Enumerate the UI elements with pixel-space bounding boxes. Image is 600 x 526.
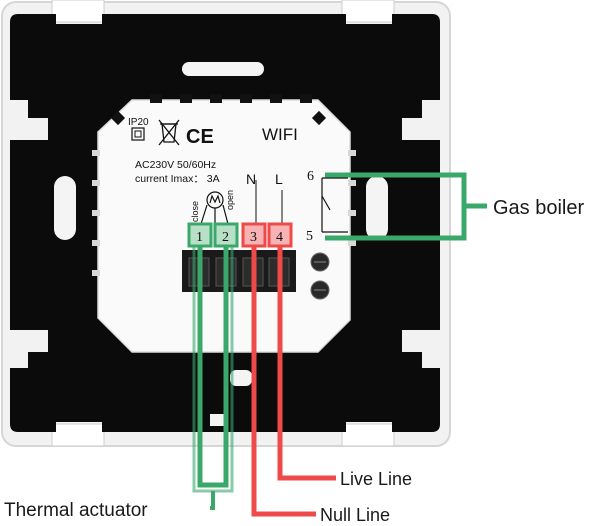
null-line-wire: [251, 246, 316, 517]
label-close: close: [190, 201, 200, 222]
terminal-4: 4: [267, 222, 293, 248]
terminal-2: 2: [213, 222, 239, 248]
label-open: open: [225, 190, 235, 210]
frame-clip: [51, 423, 105, 447]
relay-contact-icon: [321, 177, 348, 233]
motor-symbol-icon: [200, 191, 229, 225]
module-vents: [150, 94, 312, 103]
thermal-actuator-label: Thermal actuator: [4, 500, 148, 521]
frame-clip: [51, 0, 105, 23]
frame-clip: [341, 0, 395, 23]
plate-corner-cutout: [10, 100, 48, 140]
label-l: L: [275, 171, 283, 187]
terminal-1-number: 1: [196, 230, 203, 245]
voltage-spec: AC230V 50/60Hz: [135, 159, 216, 171]
ce-mark: CE: [186, 126, 214, 148]
plate-side-slot: [54, 176, 76, 240]
current-spec: current Imax： 3A: [135, 173, 220, 185]
ip-rating-box: [131, 127, 145, 141]
plate-side-slot: [366, 176, 388, 240]
plate-slot: [182, 62, 264, 76]
ip-rating-text: IP20: [128, 117, 149, 128]
plate-hole: [210, 414, 224, 426]
ip-rating-inner-box: [134, 130, 142, 138]
thermal-actuator-wire: [197, 246, 229, 488]
plate-corner-cutout: [402, 330, 440, 368]
terminal-3: 3: [241, 222, 267, 248]
corner-pad: [311, 110, 327, 126]
terminal-4-number: 4: [276, 230, 283, 245]
thermal-actuator-leader: [210, 491, 215, 510]
terminal-3-number: 3: [250, 230, 257, 245]
live-line-label: Live Line: [340, 469, 412, 489]
relay-label-6: 6: [307, 169, 314, 184]
gas-boiler-label: Gas boiler: [493, 197, 584, 219]
label-n: N: [246, 171, 256, 187]
null-line-label: Null Line: [320, 505, 390, 525]
relay-label-5: 5: [306, 229, 313, 244]
plate-corner-cutout: [402, 100, 440, 140]
module-side-notches: [92, 150, 356, 276]
terminal-2-number: 2: [222, 230, 229, 245]
wifi-label: WIFI: [262, 125, 298, 144]
terminal-1: 1: [187, 222, 213, 248]
frame-clip: [341, 423, 395, 447]
plate-corner-cutout: [10, 330, 48, 368]
live-line-wire: [277, 246, 336, 481]
weee-bin-icon: [158, 119, 180, 146]
plate-slot: [230, 370, 252, 386]
